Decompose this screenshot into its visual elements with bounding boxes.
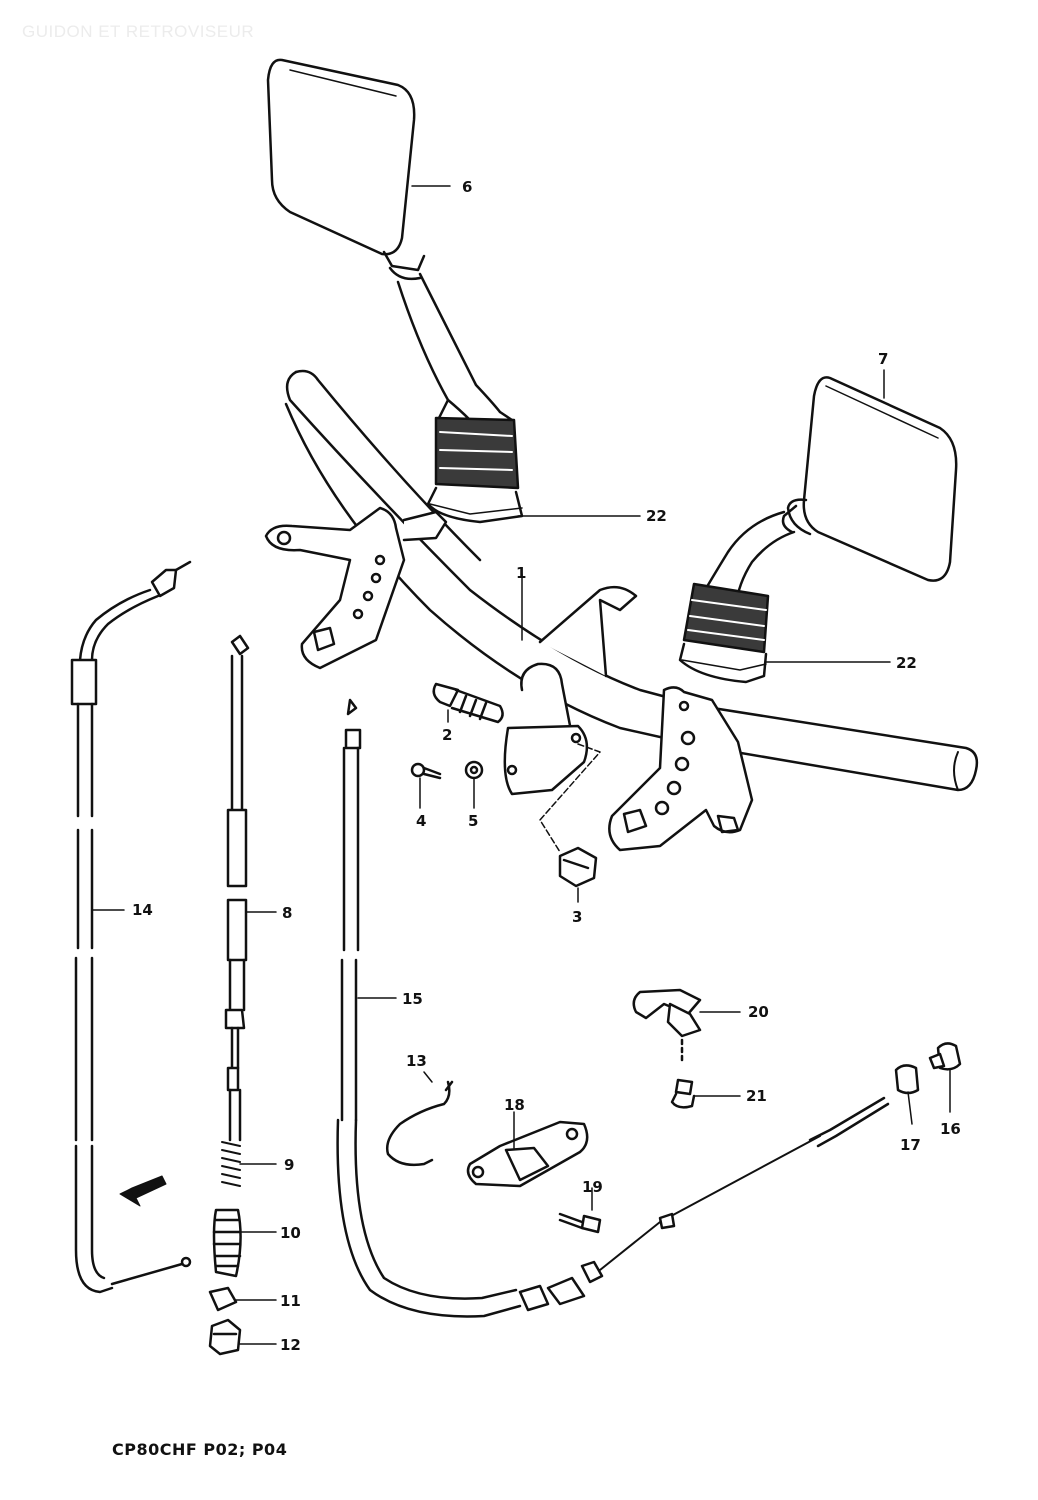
adjuster-12 (208, 1318, 242, 1356)
cap-17 (894, 1064, 920, 1095)
callout-labels: 6 7 22 22 1 2 4 5 3 14 8 15 20 21 13 18 … (132, 178, 961, 1354)
callout-12: 12 (280, 1336, 301, 1354)
cap-16 (928, 1042, 962, 1071)
clip-13 (386, 1080, 454, 1167)
handlebar (264, 369, 979, 852)
callout-10: 10 (280, 1224, 301, 1242)
left-mirror (266, 58, 524, 524)
model-code: CP80CHF P02; P04 (112, 1440, 288, 1459)
callout-15: 15 (402, 990, 423, 1008)
bolt-19 (558, 1212, 602, 1234)
callout-16: 16 (940, 1120, 961, 1138)
boot-10 (212, 1208, 242, 1278)
callout-22-right: 22 (896, 654, 917, 672)
callout-11: 11 (280, 1292, 301, 1310)
callout-5: 5 (468, 812, 478, 830)
callout-17: 17 (900, 1136, 921, 1154)
callout-1: 1 (516, 564, 526, 582)
fwd-label: FWD (131, 1181, 157, 1199)
callout-19: 19 (582, 1178, 603, 1196)
callout-7: 7 (878, 350, 888, 368)
mirror-collar-right (682, 582, 770, 654)
washer-5 (464, 760, 484, 780)
right-mirror (678, 376, 958, 684)
callout-22-left: 22 (646, 507, 667, 525)
cable-15 (336, 698, 890, 1318)
callout-8: 8 (282, 904, 292, 922)
bolt-2 (432, 682, 504, 724)
mirror-collar (434, 416, 520, 490)
forward-direction-arrow: FWD (119, 1175, 167, 1207)
callout-3: 3 (572, 908, 582, 926)
cable-14 (70, 560, 192, 1294)
callout-21: 21 (746, 1087, 767, 1105)
bracket-18 (466, 1120, 589, 1188)
screw-4 (410, 762, 442, 780)
watermark-title: GUIDON ET RETROVISEUR (22, 22, 255, 41)
screw-21 (670, 1078, 696, 1109)
callout-2: 2 (442, 726, 452, 744)
callout-9: 9 (284, 1156, 294, 1174)
spring-9 (221, 1141, 241, 1187)
nut-11 (208, 1286, 238, 1312)
clamp-20 (632, 988, 702, 1064)
callout-18: 18 (504, 1096, 525, 1114)
callout-13: 13 (406, 1052, 427, 1070)
callout-4: 4 (416, 812, 426, 830)
cable-8 (224, 634, 250, 1142)
callout-14: 14 (132, 901, 153, 919)
leader-lines (91, 185, 951, 1345)
nut-3 (539, 743, 601, 888)
callout-6: 6 (462, 178, 472, 196)
callout-20: 20 (748, 1003, 769, 1021)
